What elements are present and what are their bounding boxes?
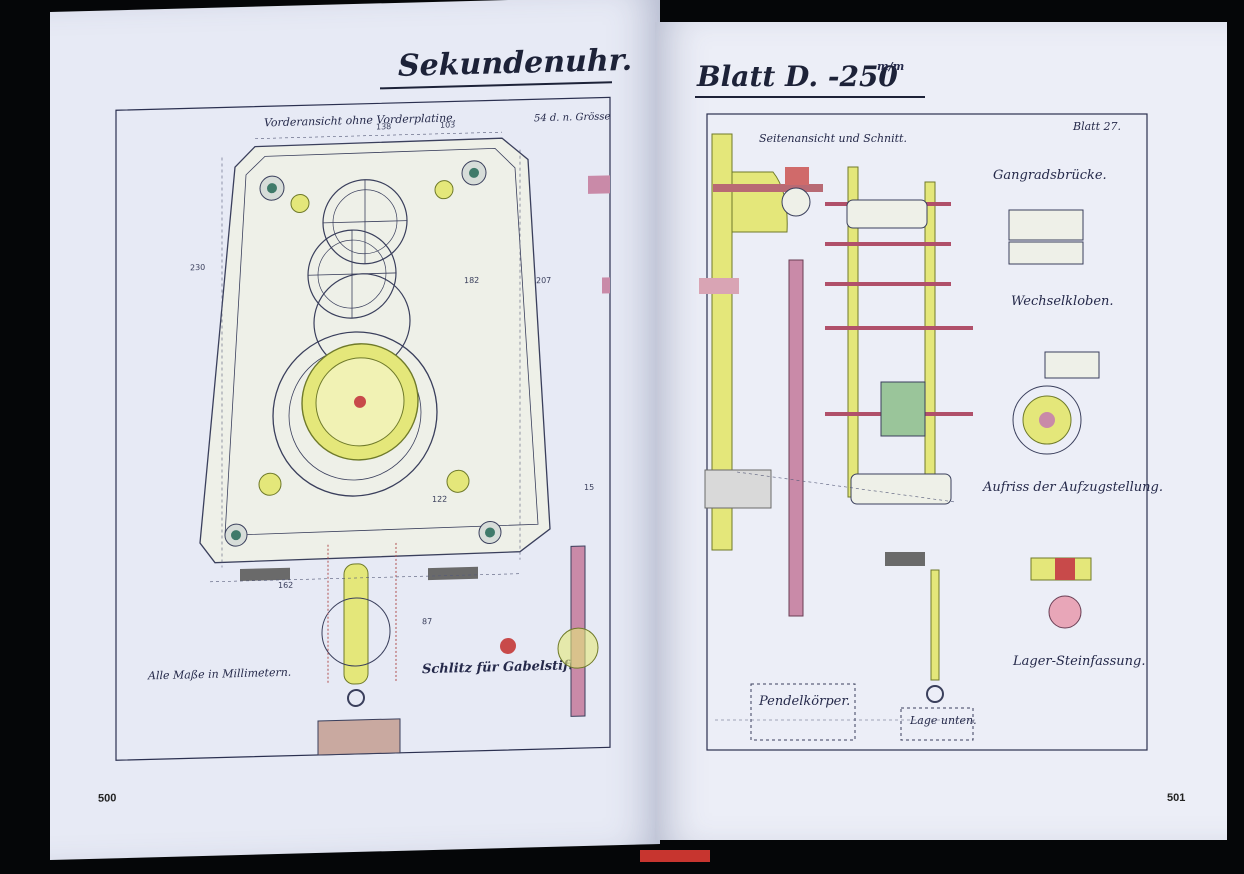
dimension-label: 138 xyxy=(376,122,391,131)
dimension-label: 182 xyxy=(464,276,479,285)
dimension-label: 162 xyxy=(278,581,293,590)
side-view-label: Seitenansicht und Schnitt. xyxy=(759,132,907,145)
dimension-label: 87 xyxy=(422,617,432,626)
dimension-label: 103 xyxy=(440,120,455,129)
right-page: Blatt D. -250 m/m Blatt 27. Seitenansich… xyxy=(655,22,1227,840)
title-unit: m/m xyxy=(877,60,905,73)
left-page: Sekundenuhr. Vorderansicht ohne Vorderpl… xyxy=(50,0,660,860)
pendel-label: Pendelkörper. xyxy=(759,694,851,709)
right-page-title: Blatt D. -250 xyxy=(697,60,898,93)
gangrad-label: Gangradsbrücke. xyxy=(993,168,1107,183)
dimension-label: 230 xyxy=(190,263,205,272)
wechselkloben-label: Wechselkloben. xyxy=(1011,294,1114,309)
lage-label: Lage unten. xyxy=(910,714,977,727)
book-cover-edge xyxy=(640,850,710,862)
aufriss-label: Aufriss der Aufzugstellung. xyxy=(983,480,1164,495)
page-number-left: 500 xyxy=(98,792,117,805)
side-view-drawing xyxy=(699,113,1148,751)
dimension-label: 207 xyxy=(536,276,551,285)
dimension-label: 15 xyxy=(584,483,594,492)
sheet-label: Blatt 27. xyxy=(1073,120,1121,133)
dimension-label: 122 xyxy=(432,495,447,504)
lager-label: Lager-Steinfassung. xyxy=(1013,654,1146,669)
page-number-right: 501 xyxy=(1167,792,1186,804)
front-view-drawing: 138 103 230 182 207 122 162 87 15 xyxy=(115,96,611,761)
title-underline-right xyxy=(695,96,925,98)
